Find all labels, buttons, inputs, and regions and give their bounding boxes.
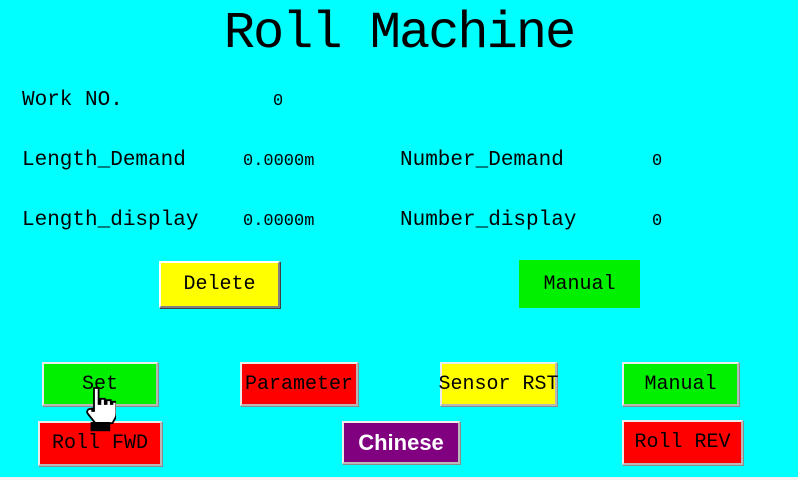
number-display-value: 0	[652, 212, 663, 231]
bottom-edge-strip	[0, 477, 798, 480]
roll-rev-button[interactable]: Roll REV	[622, 420, 743, 465]
sensor-rst-button[interactable]: Sensor RST	[438, 362, 559, 406]
number-demand-label: Number_Demand	[400, 149, 564, 172]
set-button[interactable]: Set	[42, 362, 158, 406]
length-demand-value[interactable]: 0.0000m	[243, 152, 315, 171]
work-no-label: Work NO.	[22, 89, 123, 112]
delete-button[interactable]: Delete	[159, 261, 280, 308]
chinese-language-button[interactable]: Chinese	[342, 421, 460, 464]
parameter-button[interactable]: Parameter	[240, 362, 358, 406]
length-display-value: 0.0000m	[243, 212, 315, 231]
number-demand-value[interactable]: 0	[652, 152, 663, 171]
length-demand-label: Length_Demand	[22, 149, 186, 172]
number-display-label: Number_display	[400, 209, 577, 232]
length-display-label: Length_display	[22, 209, 199, 232]
manual-row-button[interactable]: Manual	[622, 362, 739, 406]
work-no-value[interactable]: 0	[273, 92, 284, 111]
roll-fwd-button[interactable]: Roll FWD	[38, 421, 162, 466]
manual-top-button[interactable]: Manual	[519, 260, 640, 308]
page-title: Roll Machine	[223, 4, 576, 63]
